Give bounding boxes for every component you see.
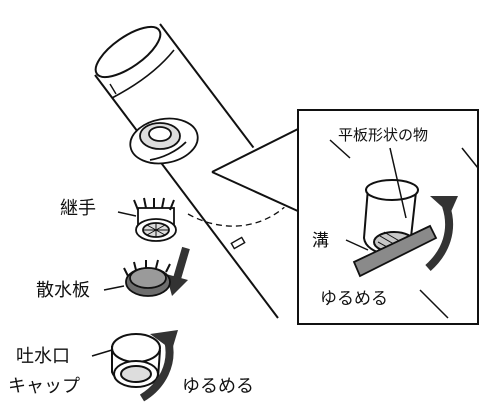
sprinkler-plate-part bbox=[123, 259, 171, 297]
flat-plate-tool bbox=[352, 224, 438, 278]
label-loosen-main: ゆるめる bbox=[182, 376, 254, 397]
leader-flat-object bbox=[389, 147, 407, 219]
rotate-arrow-head-main bbox=[150, 330, 178, 350]
spout-cap-part bbox=[111, 333, 161, 388]
callout-pointer bbox=[211, 120, 301, 215]
label-loosen-inset: ゆるめる bbox=[320, 289, 388, 309]
label-flat-object: 平板形状の物 bbox=[338, 126, 428, 144]
label-sprinkler-plate: 散水板 bbox=[36, 280, 90, 301]
label-joint: 継手 bbox=[60, 198, 96, 219]
spout-opening bbox=[129, 117, 199, 165]
leader-groove bbox=[345, 239, 369, 251]
label-spout-cap-line1: 吐水口 bbox=[16, 346, 70, 367]
leader-sprinkler-plate bbox=[103, 285, 125, 291]
leader-joint bbox=[117, 211, 137, 217]
label-groove: 溝 bbox=[312, 231, 329, 251]
rotate-arrow-icon-head bbox=[430, 196, 458, 214]
rotate-arrow-icon bbox=[425, 204, 454, 271]
leader-spout-cap bbox=[91, 349, 113, 357]
joint-part bbox=[133, 197, 177, 242]
label-spout-cap-line2: キャップ bbox=[8, 376, 80, 397]
down-arrow-icon bbox=[166, 246, 190, 296]
